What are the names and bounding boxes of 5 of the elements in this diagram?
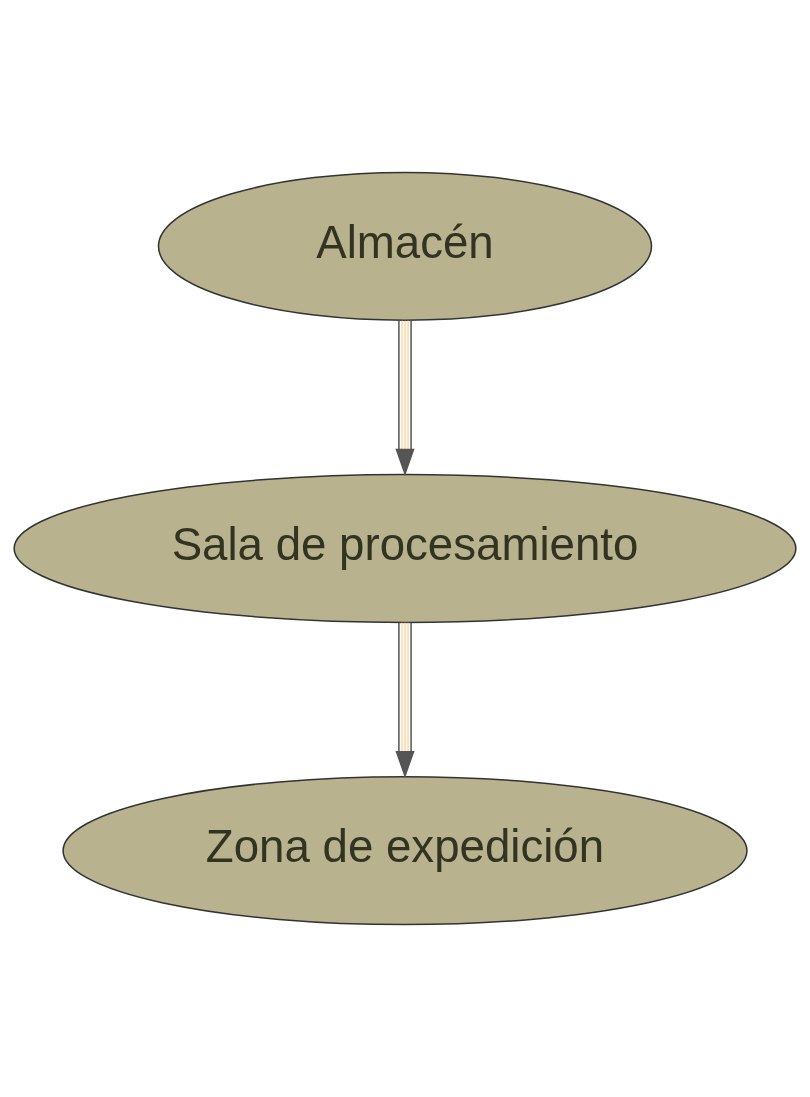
node-ellipse: Almacén (157, 171, 653, 321)
arrow (395, 319, 415, 477)
node-ellipse: Zona de expedición (62, 776, 748, 926)
arrow (395, 622, 415, 779)
node-ellipse: Sala de procesamiento (13, 473, 797, 624)
